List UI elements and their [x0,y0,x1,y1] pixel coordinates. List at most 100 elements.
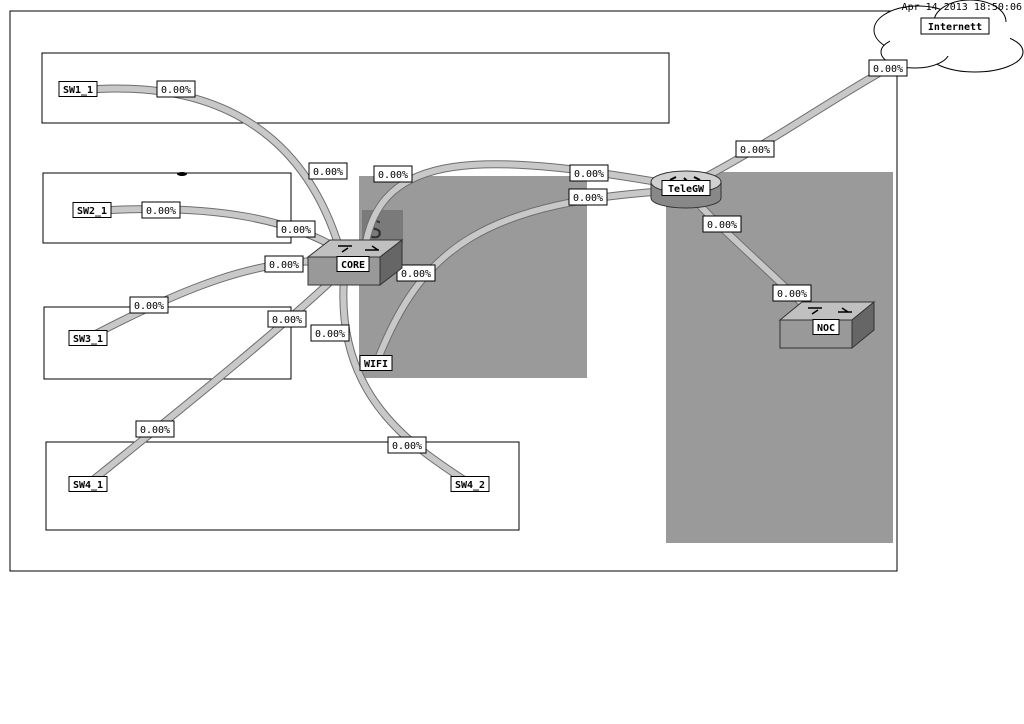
timestamp: Apr 14 2013 18:50:06 [902,2,1022,13]
label-box [141,201,181,219]
label-box [373,165,413,183]
link-telegw-internet-in-label: 0.00% [868,59,908,77]
utilization-value: 0.00% [740,145,770,156]
link-body [95,85,343,253]
label-box [396,264,436,282]
node-label-wifi[interactable]: WIFI [359,355,393,371]
node-label-sw2_1[interactable]: SW2_1 [72,202,112,218]
node-label-sw3_1[interactable]: SW3_1 [68,330,108,346]
link-telegw-noc-in-label: 0.00% [772,284,812,302]
node-name: NOC [817,323,835,334]
node-label-telegw[interactable]: TeleGW [661,180,711,196]
node-label-box [58,81,98,97]
link-sw4_2-core[interactable]: 0.00% 0.00% [310,264,474,488]
link-body [373,187,689,367]
utilization-value: 0.00% [573,193,603,204]
node-label-box [359,355,393,371]
link-sw1-core[interactable]: 0.00% 0.00% [94,80,348,254]
node-name: SW1_1 [63,85,93,96]
link-core-telegw-in-label: 0.00% [569,164,609,182]
link-wifi-telegw[interactable]: 0.00% 0.00% [372,186,690,368]
node-label-sw1_1[interactable]: SW1_1 [58,81,98,97]
internet-label-box: Internett [920,17,990,35]
link-sw4_1-core[interactable]: 0.00% 0.00% [84,264,349,488]
node-name: SW4_2 [455,480,485,491]
utilization-value: 0.00% [315,329,345,340]
group-box-sw4 [45,441,520,531]
node-name: CORE [341,260,365,271]
internet-label: Internett [928,22,982,33]
label-box [156,80,196,98]
label-box [387,436,427,454]
link-sw4_2-core-out-label: 0.00% [387,436,427,454]
node-name: SW4_1 [73,480,103,491]
node-name: SW3_1 [73,334,103,345]
small-dot [177,172,187,176]
link-sw2-core-out-label: 0.00% [141,201,181,219]
link-core-telegw-out-label: 0.00% [373,165,413,183]
label-box [276,220,316,238]
label-box [264,255,304,273]
utilization-value: 0.00% [574,169,604,180]
label-box [868,59,908,77]
node-label-box [72,202,112,218]
label-box [135,420,175,438]
link-sw1-core-out-label: 0.00% [156,80,196,98]
utilization-value: 0.00% [269,260,299,271]
utilization-value: 0.00% [392,441,422,452]
utilization-value: 0.00% [777,289,807,300]
label-box [308,162,348,180]
link-sw2-core[interactable]: 0.00% 0.00% [107,201,344,254]
utilization-value: 0.00% [272,315,302,326]
label-box [267,310,307,328]
node-label-sw4_2[interactable]: SW4_2 [450,476,490,492]
node-label-box [336,256,370,272]
label-box [735,140,775,158]
link-sw4_1-core-out-label: 0.00% [135,420,175,438]
link-telegw-noc-out-label: 0.00% [702,215,742,233]
link-wifi-telegw-in-label: 0.00% [568,188,608,206]
link-sw4_2-core-in-label: 0.00% [310,324,350,342]
utilization-value: 0.00% [313,167,343,178]
link-sw4_1-core-in-label: 0.00% [267,310,307,328]
node-label-box [661,180,711,196]
utilization-value: 0.00% [378,170,408,181]
label-box [569,164,609,182]
link-telegw-internet-out-label: 0.00% [735,140,775,158]
link-sw2-core-in-label: 0.00% [276,220,316,238]
group-box-sw2 [42,172,292,244]
utilization-value: 0.00% [161,85,191,96]
group-box-sw1 [41,52,670,124]
label-box [772,284,812,302]
node-name: TeleGW [668,184,705,195]
label-box [568,188,608,206]
node-label-core[interactable]: CORE [336,256,370,272]
link-body [683,65,891,190]
link-telegw-internet[interactable]: 0.00% 0.00% [682,59,908,191]
zone-noc [666,172,893,543]
node-label-box [68,476,108,492]
utilization-value: 0.00% [140,425,170,436]
node-label-box [68,330,108,346]
node-name: SW2_1 [77,206,107,217]
node-label-box [450,476,490,492]
link-sw1-core-in-label: 0.00% [308,162,348,180]
label-box [129,296,169,314]
utilization-value: 0.00% [146,206,176,217]
link-wifi-telegw-out-label: 0.00% [396,264,436,282]
link-sw3-core-out-label: 0.00% [129,296,169,314]
label-box [702,215,742,233]
link-core-telegw[interactable]: 0.00% 0.00% [361,160,690,252]
link-body [85,265,348,487]
node-label-noc[interactable]: NOC [812,319,840,335]
node-label-sw4_1[interactable]: SW4_1 [68,476,108,492]
utilization-value: 0.00% [401,269,431,280]
utilization-value: 0.00% [281,225,311,236]
label-box [310,324,350,342]
utilization-value: 0.00% [873,64,903,75]
node-label-box [812,319,840,335]
node-name: WIFI [364,359,388,370]
utilization-value: 0.00% [134,301,164,312]
